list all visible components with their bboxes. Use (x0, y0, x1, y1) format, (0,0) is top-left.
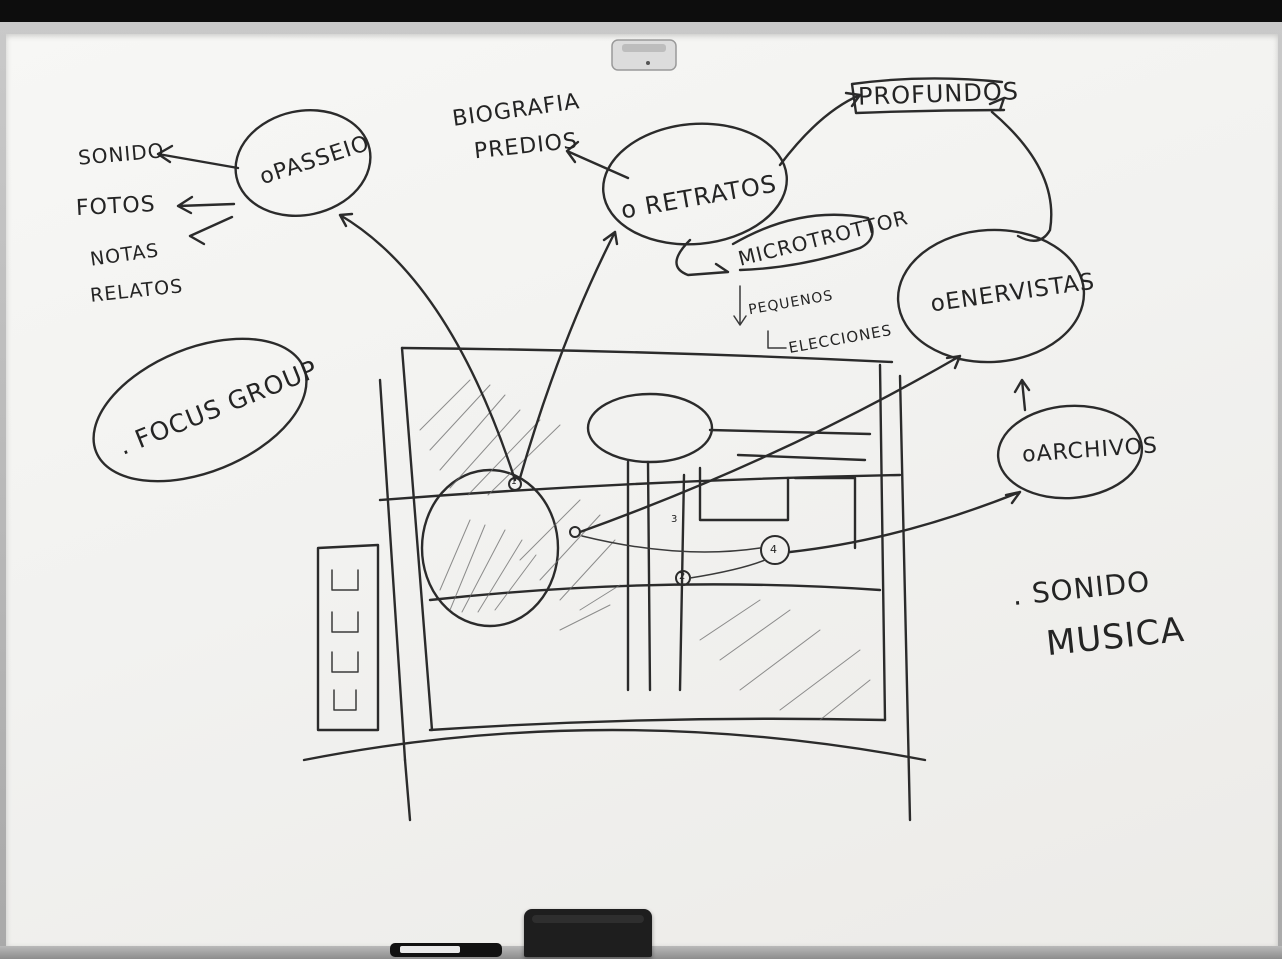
link-inner-2 (690, 560, 765, 578)
sketch-marker-1: 1 (511, 478, 518, 487)
arrow-fotos (178, 197, 234, 213)
board-clip (612, 40, 676, 70)
link-retratos (520, 232, 617, 478)
link-passeio (340, 214, 515, 480)
note-fotos: FOTOS (75, 194, 156, 220)
marker-pen[interactable] (390, 943, 502, 957)
arrow-profundos (780, 93, 860, 165)
node-label-profundos: PROFUNDOS (858, 79, 1020, 109)
profundos-to-enervistas (990, 98, 1051, 241)
sketch-marker-3: 3 (671, 515, 678, 525)
eraser[interactable] (524, 909, 652, 957)
arrow-sonido (158, 146, 238, 168)
arrow-notas (190, 217, 232, 244)
room-sketch (304, 348, 925, 820)
retratos-to-microrrotor (676, 240, 728, 275)
sketch-marker-2: 2 (679, 572, 686, 582)
link-inner (582, 536, 760, 552)
sketch-marker-4: 4 (770, 544, 778, 555)
arrow-elecciones (768, 331, 786, 348)
link-archivos (790, 492, 1020, 552)
arrow-pequenos (734, 286, 746, 325)
archivos-to-enervistas (1015, 380, 1029, 410)
